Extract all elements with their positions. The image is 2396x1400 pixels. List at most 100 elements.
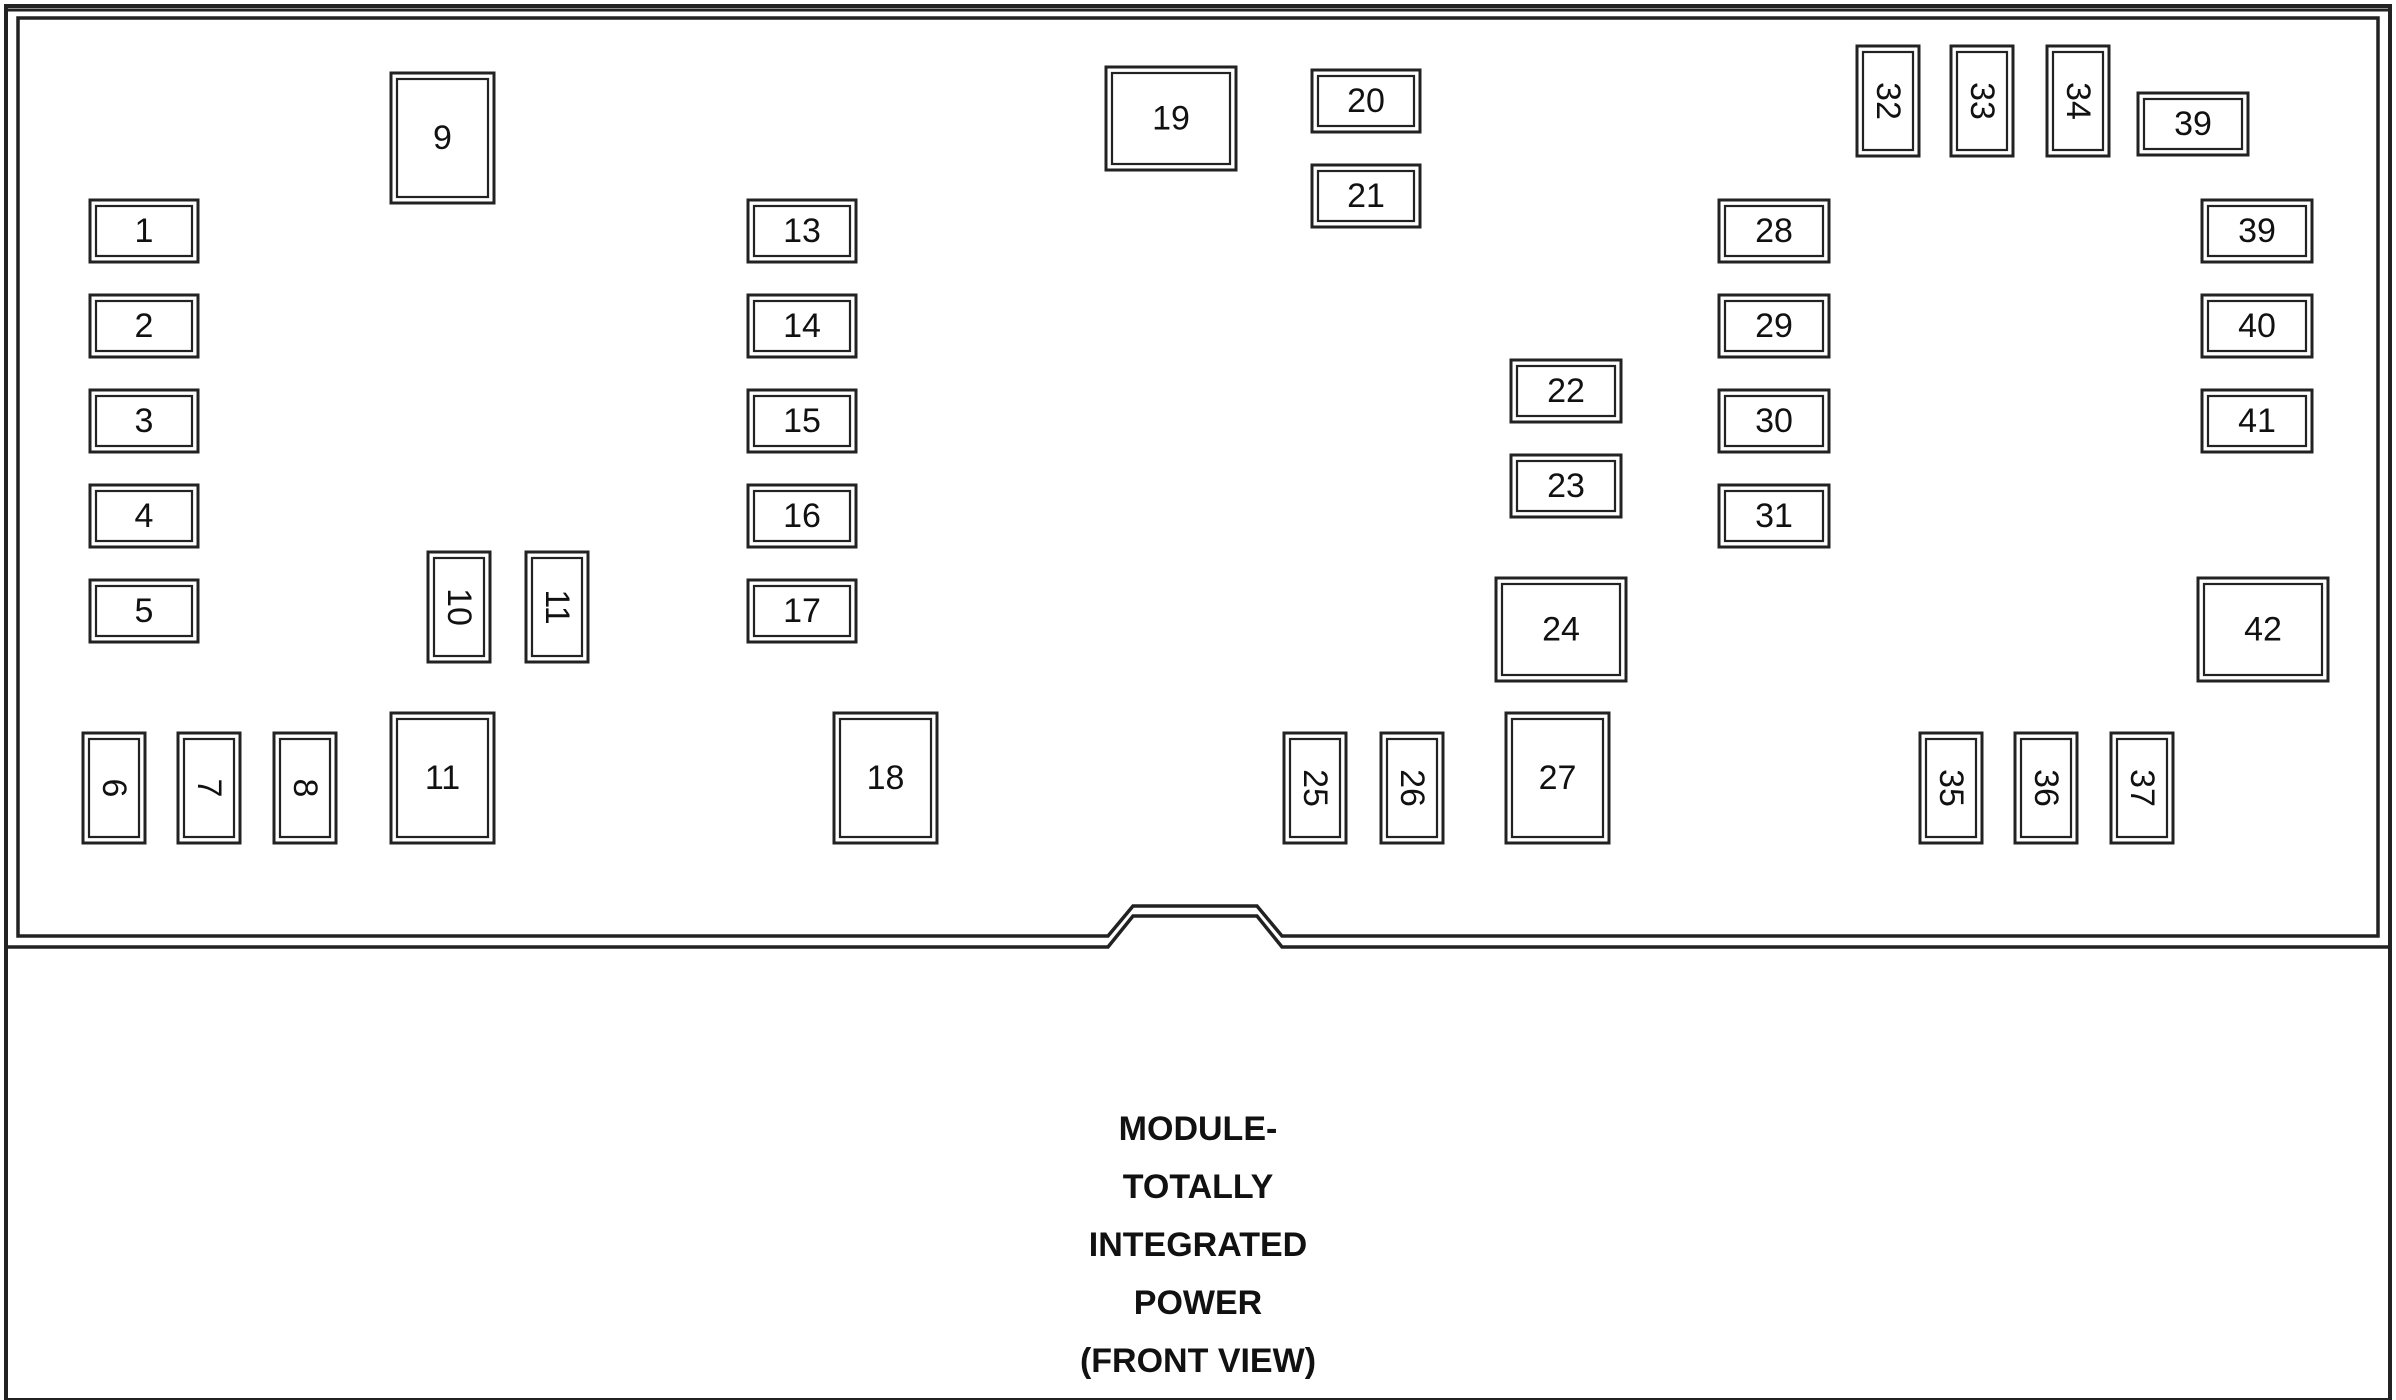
slot-label: 9 — [433, 119, 452, 157]
slot-34: 34 — [2045, 44, 2111, 158]
slot-label: 35 — [1932, 769, 1970, 807]
slot-39: 39 — [2200, 198, 2314, 264]
slot-label: 7 — [190, 779, 228, 798]
slot-label: 27 — [1539, 759, 1577, 797]
slot-10: 10 — [426, 550, 492, 664]
slot-13: 13 — [746, 198, 858, 264]
slot-37: 37 — [2109, 731, 2175, 845]
slot-inner-outline — [1515, 364, 1617, 418]
slot-40: 40 — [2200, 293, 2314, 359]
slot-label: 34 — [2059, 82, 2097, 120]
slot-inner-outline — [1723, 489, 1825, 543]
slot-inner-outline — [94, 489, 194, 543]
slot-label: 3 — [135, 402, 154, 440]
slot-inner-outline — [1288, 737, 1342, 839]
slot-inner-outline — [1955, 50, 2009, 152]
slot-label: 13 — [783, 212, 821, 250]
slot-inner-outline — [752, 584, 852, 638]
slot-label: 33 — [1963, 82, 2001, 120]
slot-inner-outline — [2206, 204, 2308, 258]
slot-inner-outline — [2206, 394, 2308, 448]
slot-inner-outline — [752, 394, 852, 448]
slot-label: 2 — [135, 307, 154, 345]
slot-11: 11 — [524, 550, 590, 664]
slot-label: 17 — [783, 592, 821, 630]
slot-27: 27 — [1504, 711, 1611, 845]
slot-28: 28 — [1717, 198, 1831, 264]
slot-inner-outline — [2019, 737, 2073, 839]
slot-1: 1 — [88, 198, 200, 264]
slot-label: 26 — [1393, 769, 1431, 807]
slot-label: 29 — [1755, 307, 1793, 345]
slot-36: 36 — [2013, 731, 2079, 845]
slot-label: 39 — [2238, 212, 2276, 250]
slot-inner-outline — [752, 204, 852, 258]
slot-inner-outline — [1723, 299, 1825, 353]
slot-label: 22 — [1547, 372, 1585, 410]
slot-inner-outline — [94, 299, 194, 353]
slot-inner-outline — [2142, 97, 2244, 151]
slot-inner-outline — [2051, 50, 2105, 152]
slot-5: 5 — [88, 578, 200, 644]
slot-inner-outline — [1316, 74, 1416, 128]
slot-17: 17 — [746, 578, 858, 644]
module-caption: MODULE- TOTALLY INTEGRATED POWER (FRONT … — [0, 1100, 2396, 1390]
slot-31: 31 — [1717, 483, 1831, 549]
slot-label: 6 — [95, 779, 133, 798]
slot-label: 16 — [783, 497, 821, 535]
slot-inner-outline — [752, 489, 852, 543]
module-housing-outer — [8, 914, 2388, 949]
slot-inner-outline — [2206, 299, 2308, 353]
slot-label: 5 — [135, 592, 154, 630]
slot-inner-outline — [1316, 169, 1416, 223]
slot-35: 35 — [1918, 731, 1984, 845]
slot-label: 8 — [286, 779, 324, 798]
slot-7: 7 — [176, 731, 242, 845]
module-housing-inner — [16, 16, 2380, 938]
slot-inner-outline — [94, 394, 194, 448]
caption-line-4: POWER — [1133, 1284, 1263, 1322]
slot-label: 24 — [1542, 611, 1580, 649]
slot-inner-outline — [1110, 71, 1232, 166]
slot-label: 36 — [2027, 769, 2065, 807]
slot-inner-outline — [1723, 204, 1825, 258]
slot-6: 6 — [81, 731, 147, 845]
slot-inner-outline — [1924, 737, 1978, 839]
slot-label: 19 — [1152, 100, 1190, 138]
slot-inner-outline — [182, 737, 236, 839]
slot-3: 3 — [88, 388, 200, 454]
slot-label: 40 — [2238, 307, 2276, 345]
slot-inner-outline — [2202, 582, 2324, 677]
slot-label: 11 — [425, 759, 460, 797]
slot-label: 23 — [1547, 467, 1585, 505]
slot-inner-outline — [752, 299, 852, 353]
slot-21: 21 — [1310, 163, 1422, 229]
slot-11: 11 — [389, 711, 496, 845]
slot-label: 15 — [783, 402, 821, 440]
slot-label: 14 — [783, 307, 821, 345]
slot-label: 4 — [135, 497, 154, 535]
slot-4: 4 — [88, 483, 200, 549]
slot-32: 32 — [1855, 44, 1921, 158]
slot-inner-outline — [278, 737, 332, 839]
slot-label: 31 — [1755, 497, 1793, 535]
slot-inner-outline — [1510, 717, 1605, 839]
slot-inner-outline — [87, 737, 141, 839]
slot-label: 18 — [867, 759, 905, 797]
slot-inner-outline — [395, 717, 490, 839]
slot-label: 39 — [2174, 105, 2212, 143]
slot-label: 32 — [1869, 82, 1907, 120]
slot-22: 22 — [1509, 358, 1623, 424]
slot-8: 8 — [272, 731, 338, 845]
slot-inner-outline — [1723, 394, 1825, 448]
slot-20: 20 — [1310, 68, 1422, 134]
slot-inner-outline — [530, 556, 584, 658]
caption-line-5: (FRONT VIEW) — [1079, 1342, 1317, 1380]
slot-label: 37 — [2123, 769, 2161, 807]
caption-line-3: INTEGRATED — [1088, 1226, 1308, 1264]
slot-15: 15 — [746, 388, 858, 454]
slot-24: 24 — [1494, 576, 1628, 683]
slot-inner-outline — [1500, 582, 1622, 677]
